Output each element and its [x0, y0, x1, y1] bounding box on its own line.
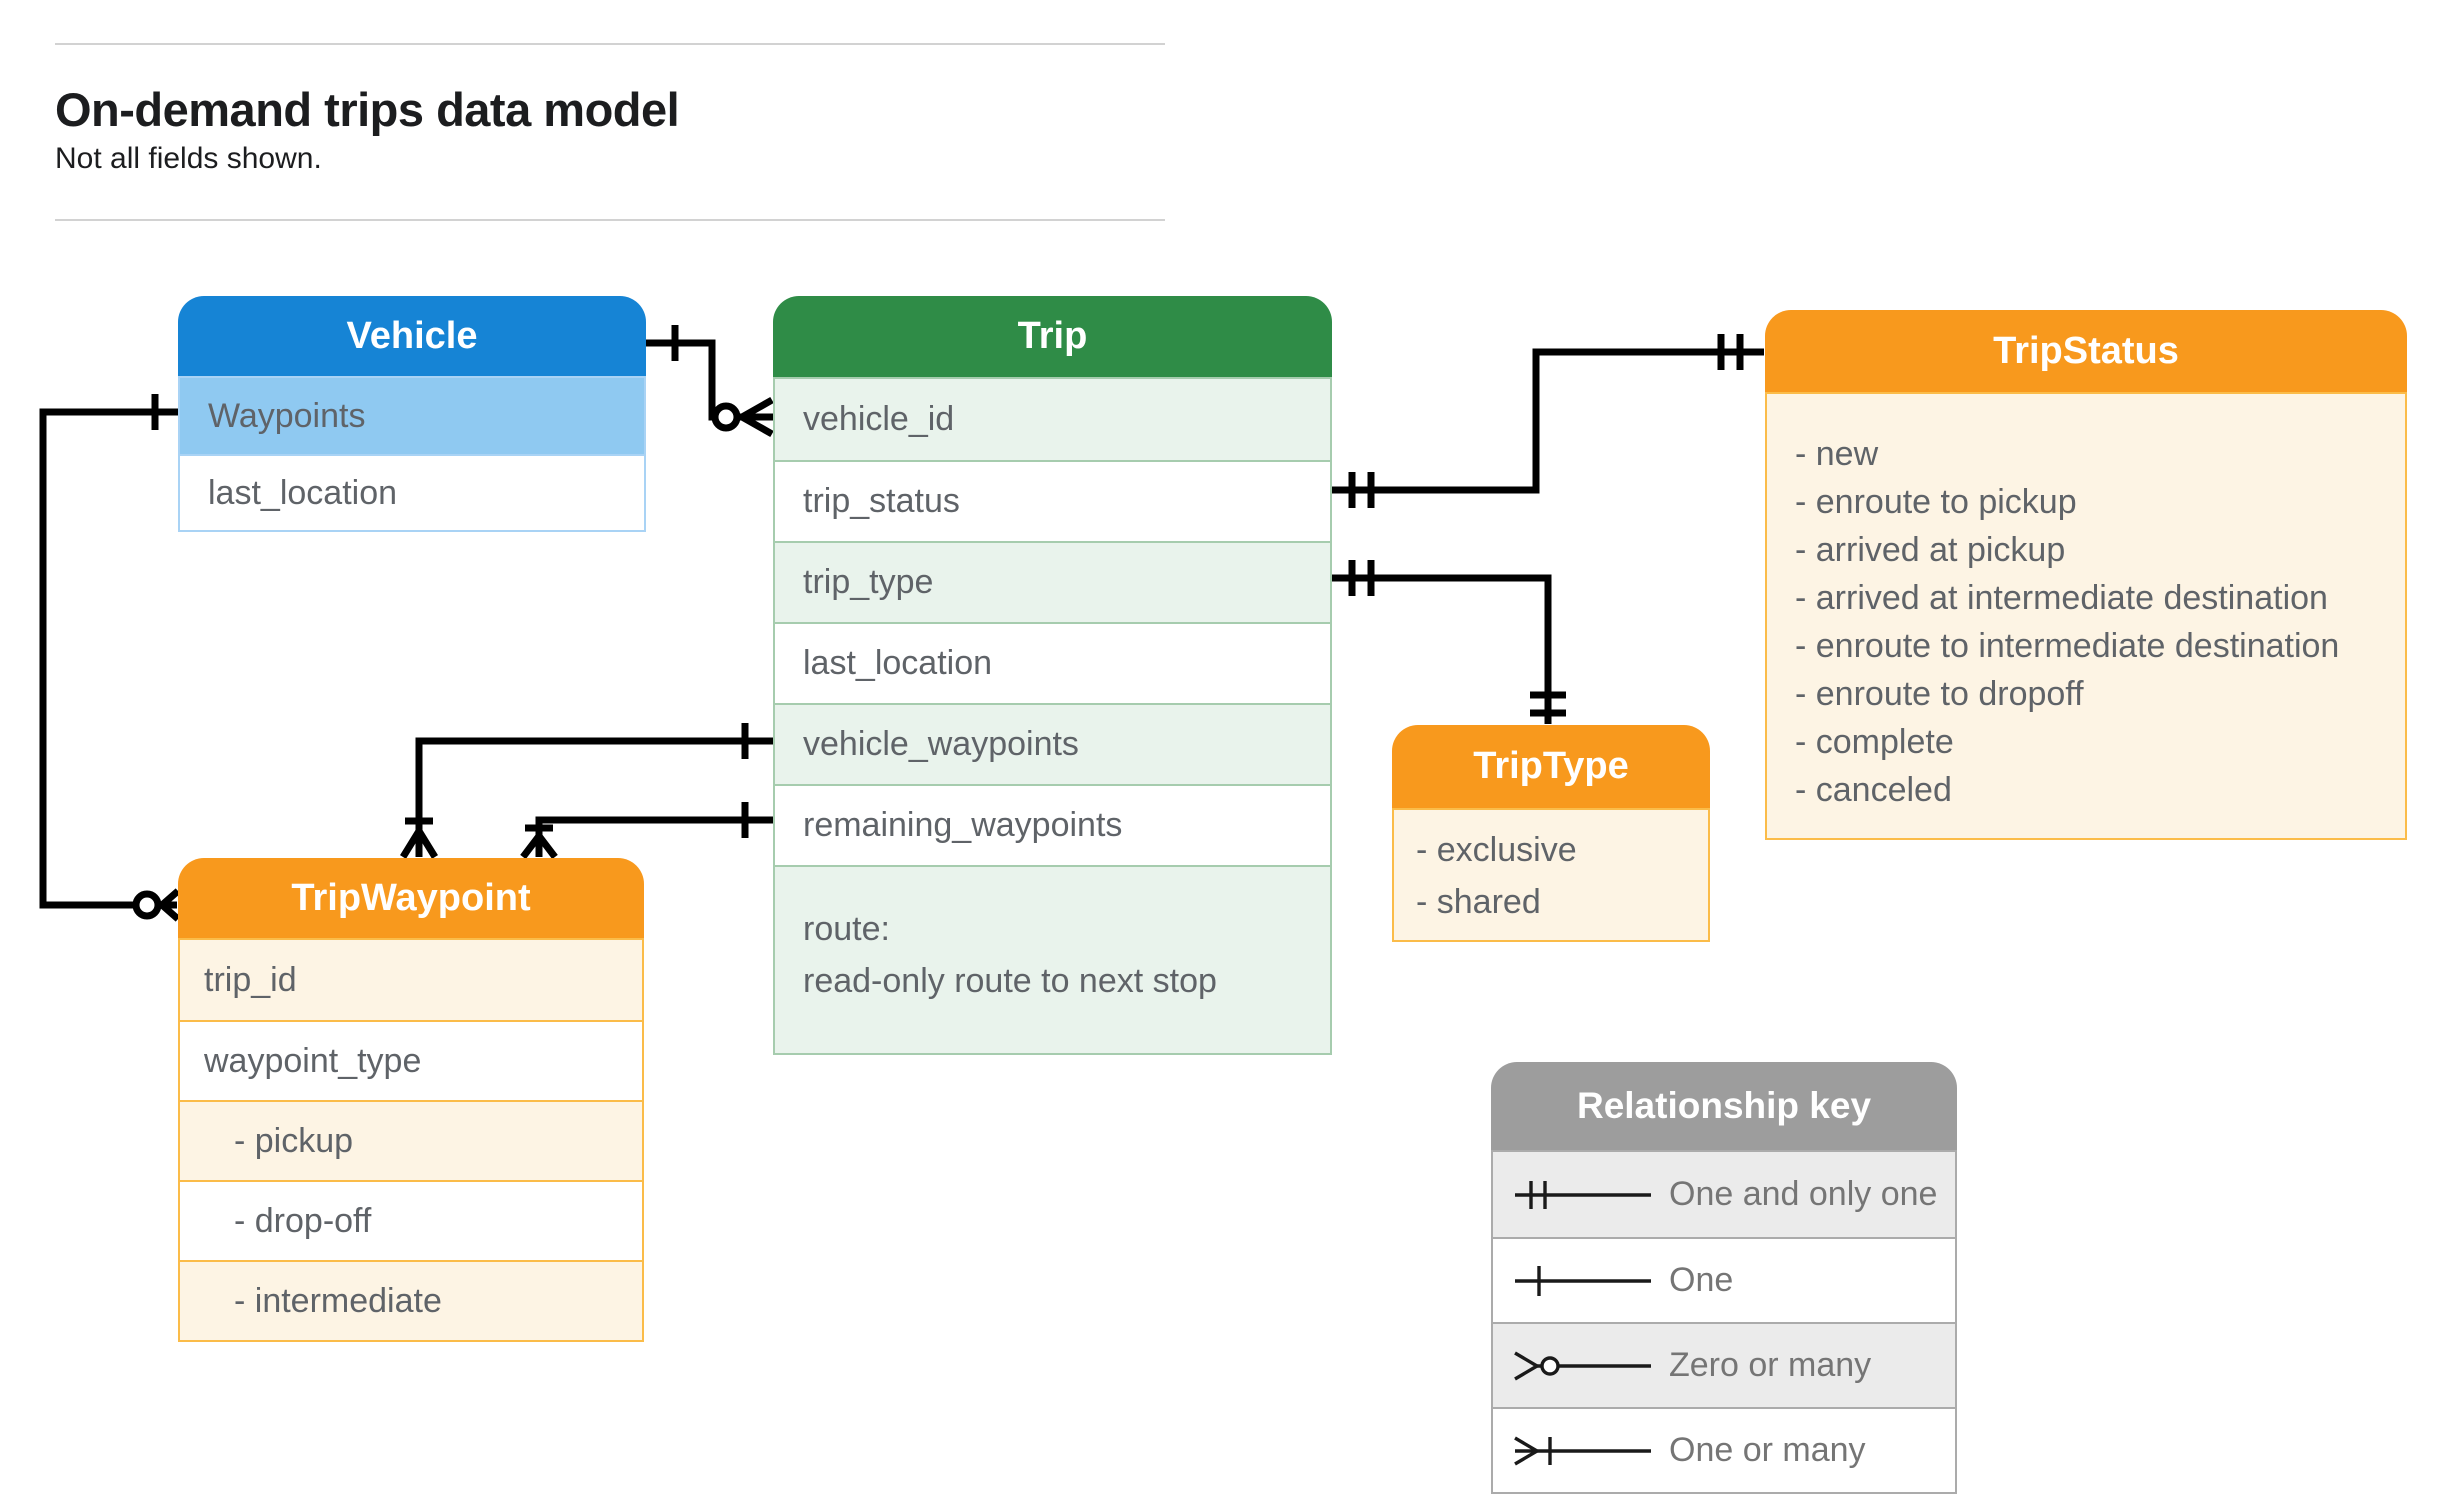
field-row-route: route: read-only route to next stop: [775, 865, 1330, 1053]
enum-value-canceled: - canceled: [1795, 771, 1952, 809]
one-icon: [1515, 1265, 1651, 1296]
table-tripstatus-header: TripStatus: [1765, 310, 2407, 392]
enum-value-enroute-to-dropoff: - enroute to dropoff: [1795, 675, 2084, 713]
table-triptype-header: TripType: [1392, 725, 1710, 808]
legend-label: Zero or many: [1669, 1346, 1872, 1384]
field-row-last-location: last_location: [180, 454, 644, 530]
legend-row-one-or-many: One or many: [1493, 1407, 1955, 1492]
zero-or-many-icon: [1514, 1351, 1651, 1380]
table-trip-header: Trip: [773, 296, 1332, 377]
enum-value-arrived-at-intermediate-destination: - arrived at intermediate destination: [1795, 579, 2328, 617]
field-row-vehicle-waypoints: vehicle_waypoints: [775, 703, 1330, 784]
page-subtitle: Not all fields shown.: [55, 142, 322, 175]
divider-line-top: [55, 43, 1165, 45]
field-row-remaining-waypoints: remaining_waypoints: [775, 784, 1330, 865]
one-and-only-one-icon: [1515, 1180, 1651, 1209]
field-row-trip-status: trip_status: [775, 460, 1330, 541]
connector-trip-type-to-triptype: [1332, 560, 1566, 724]
table-vehicle-header: Vehicle: [178, 296, 646, 376]
route-description: read-only route to next stop: [803, 962, 1217, 1000]
table-tripstatus: TripStatus - new - enroute to pickup - a…: [1765, 310, 2407, 840]
table-triptype: TripType - exclusive - shared: [1392, 725, 1710, 942]
zero-or-many-circle: [711, 402, 741, 432]
enum-value-complete: - complete: [1795, 723, 1954, 761]
connector-waypoints-to-tripwaypoint-header: [39, 394, 181, 922]
relationship-key: Relationship key One and only one One: [1491, 1062, 1957, 1494]
enum-value-pickup: - pickup: [180, 1100, 642, 1180]
enum-value-shared: - shared: [1416, 883, 1541, 921]
enum-value-exclusive: - exclusive: [1416, 831, 1577, 869]
field-row-vehicle-id: vehicle_id: [775, 379, 1330, 460]
legend-row-one-and-only-one: One and only one: [1493, 1152, 1955, 1237]
legend-label: One: [1669, 1261, 1734, 1299]
one-or-many-icon: [1514, 1436, 1651, 1465]
enum-value-enroute-to-pickup: - enroute to pickup: [1795, 483, 2077, 521]
connector-trip-status-to-tripstatus: [1332, 334, 1764, 508]
connector-vehicle-waypoints-to-tripwaypoint: [400, 723, 773, 859]
table-tripwaypoint-header: TripWaypoint: [178, 858, 644, 938]
connector-vehicle-to-trip-vehicle-id: [645, 325, 774, 438]
legend-label: One and only one: [1669, 1175, 1938, 1213]
field-row-waypoints: Waypoints: [180, 378, 644, 454]
enum-value-enroute-to-intermediate-destination: - enroute to intermediate destination: [1795, 627, 2340, 665]
route-label: route:: [803, 910, 890, 948]
divider-line-bottom: [55, 219, 1165, 221]
field-row-trip-id: trip_id: [180, 940, 642, 1020]
table-tripwaypoint: TripWaypoint trip_id waypoint_type - pic…: [178, 858, 644, 1342]
field-row-waypoint-type: waypoint_type: [180, 1020, 642, 1100]
enum-value-drop-off: - drop-off: [180, 1180, 642, 1260]
legend-row-one: One: [1493, 1237, 1955, 1322]
enum-value-intermediate: - intermediate: [180, 1260, 642, 1340]
relationship-key-header: Relationship key: [1491, 1062, 1957, 1150]
legend-label: One or many: [1669, 1431, 1866, 1469]
field-row-last-location: last_location: [775, 622, 1330, 703]
zero-or-many-circle: [132, 890, 162, 920]
enum-value-new: - new: [1795, 435, 1879, 473]
field-row-trip-type: trip_type: [775, 541, 1330, 622]
legend-row-zero-or-many: Zero or many: [1493, 1322, 1955, 1407]
table-vehicle: Vehicle Waypoints last_location: [178, 296, 646, 532]
table-trip: Trip vehicle_id trip_status trip_type la…: [773, 296, 1332, 1055]
page-title: On-demand trips data model: [55, 83, 680, 136]
connector-remaining-waypoints-to-tripwaypoint: [520, 802, 773, 860]
enum-value-arrived-at-pickup: - arrived at pickup: [1795, 531, 2066, 569]
